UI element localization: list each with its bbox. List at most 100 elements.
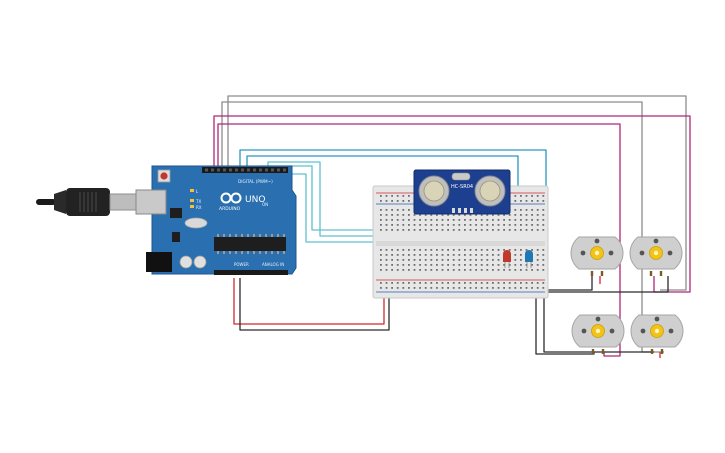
breadboard-hole: [452, 249, 455, 251]
motor-mount-hole: [639, 250, 645, 256]
breadboard-hole: [408, 219, 410, 221]
breadboard-hole: [408, 264, 410, 266]
dc-motor-2[interactable]: [629, 236, 683, 276]
breadboard-hole: [402, 209, 405, 211]
breadboard-hole: [480, 269, 483, 271]
breadboard-hole: [408, 209, 410, 211]
breadboard-hole: [486, 269, 489, 271]
wire-black-motor-3[interactable]: [543, 296, 654, 353]
breadboard-hole: [419, 249, 421, 251]
motor-mount-hole: [580, 250, 586, 256]
breadboard-hole: [441, 282, 444, 284]
motor-mount-hole: [668, 328, 674, 334]
wire-magenta-1[interactable]: [213, 115, 691, 293]
breadboard-hole: [419, 269, 421, 271]
breadboard-hole: [536, 214, 539, 216]
breadboard-hole: [452, 224, 455, 226]
motor-terminal[interactable]: [659, 271, 663, 276]
breadboard-hole: [402, 259, 405, 261]
dc-motor-1[interactable]: [570, 236, 624, 276]
led-red[interactable]: [503, 250, 511, 268]
breadboard-hole: [475, 219, 477, 221]
breadboard-hole: [542, 249, 545, 251]
breadboard-hole: [536, 287, 539, 289]
motor-terminal[interactable]: [601, 349, 605, 354]
capacitor-2: [193, 255, 207, 269]
motor-terminal[interactable]: [650, 349, 654, 354]
arduino-dc-jack[interactable]: [146, 252, 172, 272]
breadboard-hole: [391, 214, 393, 216]
breadboard-hole: [458, 214, 461, 216]
breadboard-hole: [492, 219, 494, 221]
breadboard-hole: [424, 224, 427, 226]
breadboard-hole: [469, 229, 472, 231]
breadboard-hole: [385, 224, 388, 226]
motor-terminal[interactable]: [649, 271, 653, 276]
dc-motor-4[interactable]: [630, 314, 684, 354]
breadboard-hole: [525, 224, 528, 226]
breadboard-hole: [497, 282, 500, 284]
breadboard-hole: [503, 214, 505, 216]
breadboard-hole: [503, 224, 505, 226]
breadboard-hole: [492, 254, 494, 256]
breadboard-hole: [413, 264, 416, 266]
breadboard-hole: [503, 249, 505, 251]
breadboard-hole: [542, 214, 545, 216]
breadboard-hole: [402, 200, 405, 202]
breadboard-hole: [424, 282, 427, 284]
breadboard-hole: [452, 282, 455, 284]
arduino-usb-port[interactable]: [135, 189, 167, 215]
breadboard-hole: [408, 249, 410, 251]
reset-button-cap[interactable]: [160, 172, 168, 180]
breadboard-hole: [525, 209, 528, 211]
wire-black-motor-4[interactable]: [548, 276, 669, 293]
motor-mount-hole: [594, 238, 600, 244]
breadboard-hole: [542, 224, 545, 226]
breadboard-hole: [385, 219, 388, 221]
breadboard-hole: [396, 259, 399, 261]
breadboard-hole: [514, 224, 517, 226]
wire-red-power[interactable]: [233, 278, 385, 325]
breadboard-hole: [408, 287, 410, 289]
breadboard-hole: [391, 249, 393, 251]
breadboard-hole: [486, 259, 489, 261]
breadboard-hole: [525, 269, 528, 271]
dc-motor-3[interactable]: [571, 314, 625, 354]
wire-magenta-2[interactable]: [217, 123, 621, 357]
breadboard-hole: [542, 229, 545, 231]
breadboard-hole: [419, 282, 421, 284]
breadboard-hole: [385, 200, 388, 202]
breadboard-hole: [413, 259, 416, 261]
l-led: [190, 189, 194, 192]
wire-black-gnd[interactable]: [239, 278, 390, 331]
arduino-infinity-logo: [220, 192, 242, 204]
breadboard-hole: [469, 264, 472, 266]
breadboard-hole: [486, 254, 489, 256]
breadboard-hole: [385, 282, 388, 284]
breadboard-hole: [531, 282, 533, 284]
breadboard-hole: [385, 249, 388, 251]
breadboard-hole: [396, 282, 399, 284]
breadboard-hole: [380, 249, 382, 251]
breadboard-hole: [492, 224, 494, 226]
hc-sr04-sensor[interactable]: HC-SR04: [413, 169, 511, 215]
breadboard-hole: [520, 287, 522, 289]
motor-terminal[interactable]: [660, 349, 664, 354]
breadboard-hole: [480, 229, 483, 231]
led-blue[interactable]: [525, 250, 533, 268]
motor-terminal[interactable]: [590, 271, 594, 276]
wire-gray-1[interactable]: [227, 95, 687, 291]
breadboard-hole: [475, 249, 477, 251]
motor-terminal[interactable]: [591, 349, 595, 354]
breadboard-hole: [447, 259, 449, 261]
breadboard-hole: [464, 249, 466, 251]
breadboard-hole: [430, 249, 433, 251]
breadboard-hole: [447, 269, 449, 271]
breadboard-hole: [525, 264, 528, 266]
breadboard-hole: [447, 249, 449, 251]
arduino-uno[interactable]: DIGITAL (PWM~) L TX RX ON UNO ARDUINO: [135, 165, 297, 275]
breadboard-hole: [486, 287, 489, 289]
motor-terminal[interactable]: [600, 271, 604, 276]
breadboard-hole: [508, 229, 511, 231]
